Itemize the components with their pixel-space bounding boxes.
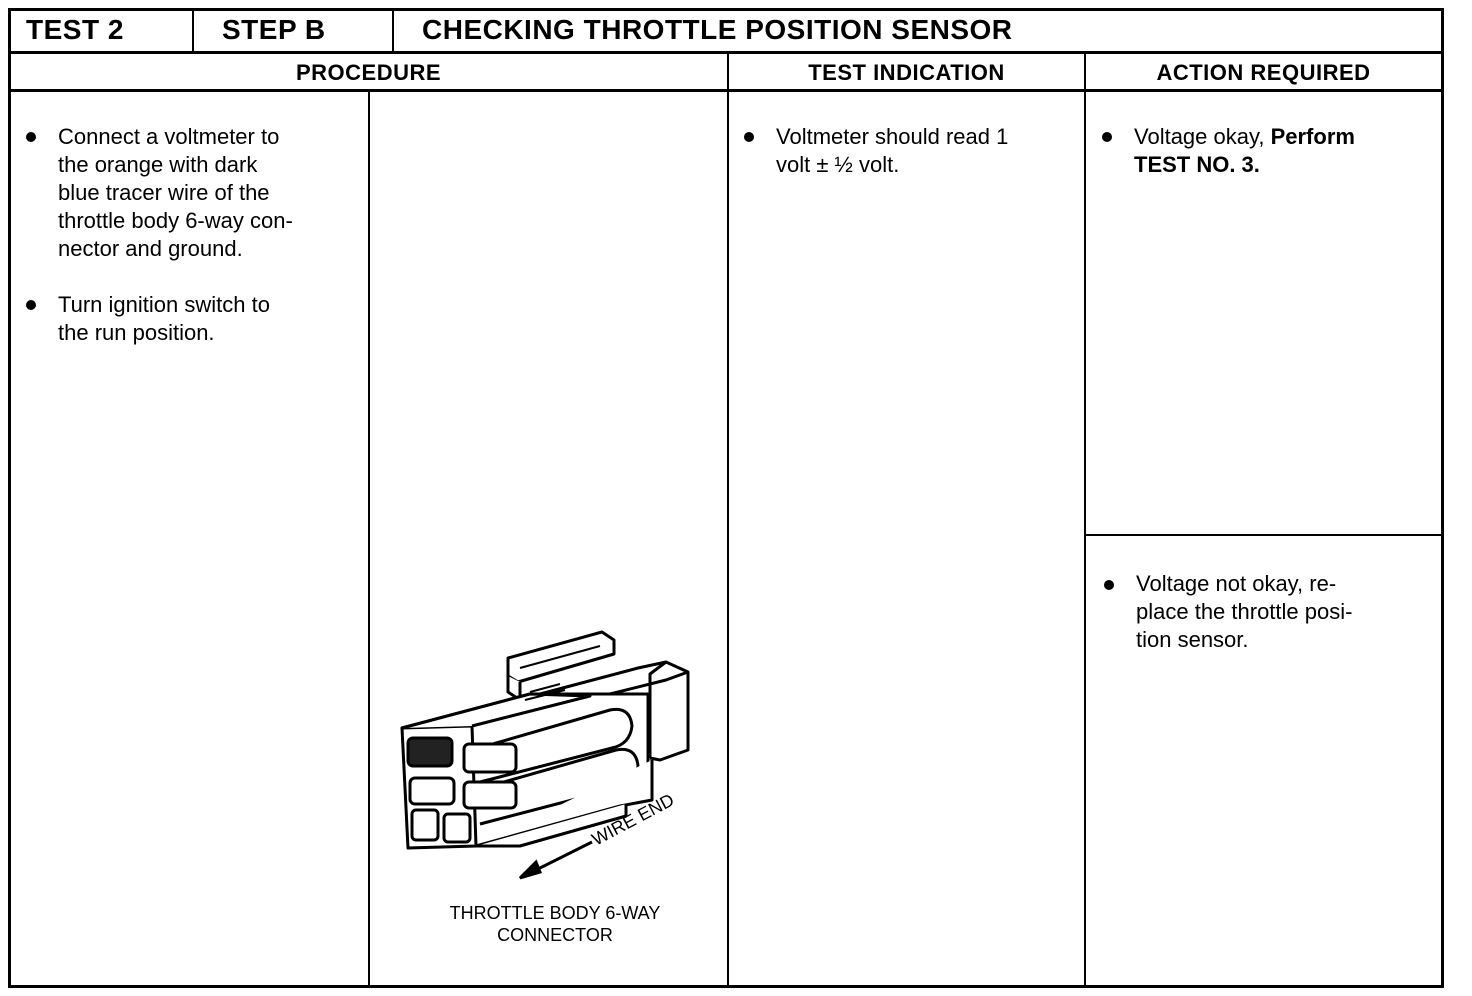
action-not-ok-line: tion sensor. (1136, 627, 1249, 652)
border-bottom (8, 985, 1444, 988)
header-divider-1 (192, 8, 194, 53)
action-ok-text: Voltage okay, (1134, 124, 1271, 149)
procedure-header: PROCEDURE (295, 60, 442, 85)
procedure-step-1-line: Connect a voltmeter to (58, 124, 280, 149)
procedure-step-1-line: nector and ground. (58, 236, 243, 261)
connector-caption: THROTTLE BODY 6-WAY CONNECTOR (400, 902, 710, 946)
procedure-step-1: Connect a voltmeter to the orange with d… (58, 123, 358, 263)
bullet-action-ok (1102, 132, 1112, 142)
procedure-step-2-line: Turn ignition switch to (58, 292, 270, 317)
page-title: CHECKING THROTTLE POSITION SENSOR (422, 14, 1013, 45)
test-indication-header: TEST INDICATION (808, 60, 1005, 85)
border-top (8, 8, 1444, 11)
header-rule (8, 51, 1444, 54)
procedure-step-2-line: the run position. (58, 320, 215, 345)
procedure-figure-divider (368, 90, 370, 987)
indication-line: Voltmeter should read 1 (776, 124, 1009, 149)
action-voltage-ok: Voltage okay, Perform TEST NO. 3. (1134, 123, 1434, 179)
action-not-ok-line: place the throttle posi- (1136, 599, 1353, 624)
column-divider-procedure (727, 52, 729, 987)
connector-illustration: WIRE END (400, 630, 690, 880)
caption-line: THROTTLE BODY 6-WAY (449, 903, 661, 923)
bullet-indication (744, 132, 754, 142)
header-divider-2 (392, 8, 394, 53)
procedure-step-1-line: blue tracer wire of the (58, 180, 270, 205)
bullet-procedure-1 (26, 132, 36, 142)
bullet-procedure-2 (26, 300, 36, 310)
action-ok-bold: Perform (1270, 124, 1355, 149)
action-ok-test-ref: TEST NO. 3. (1134, 152, 1260, 177)
action-not-ok-line: Voltage not okay, re- (1136, 571, 1337, 596)
column-divider-indication (1084, 52, 1086, 987)
caption-line: CONNECTOR (497, 925, 613, 945)
action-required-header: ACTION REQUIRED (1156, 60, 1371, 85)
border-right (1441, 8, 1444, 988)
indication-line: volt ± ½ volt. (776, 152, 900, 177)
test-indication-text: Voltmeter should read 1 volt ± ½ volt. (776, 123, 1076, 179)
test-number: TEST 2 (26, 14, 124, 45)
procedure-step-1-line: the orange with dark (58, 152, 258, 177)
column-header-rule (8, 89, 1444, 92)
step-label: STEP B (222, 14, 326, 45)
procedure-step-2: Turn ignition switch to the run position… (58, 291, 358, 347)
procedure-step-1-line: throttle body 6-way con- (58, 208, 293, 233)
action-voltage-not-ok: Voltage not okay, re- place the throttle… (1136, 570, 1436, 654)
bullet-action-not-ok (1104, 580, 1114, 590)
action-row-divider (1085, 534, 1443, 536)
border-left (8, 8, 11, 988)
